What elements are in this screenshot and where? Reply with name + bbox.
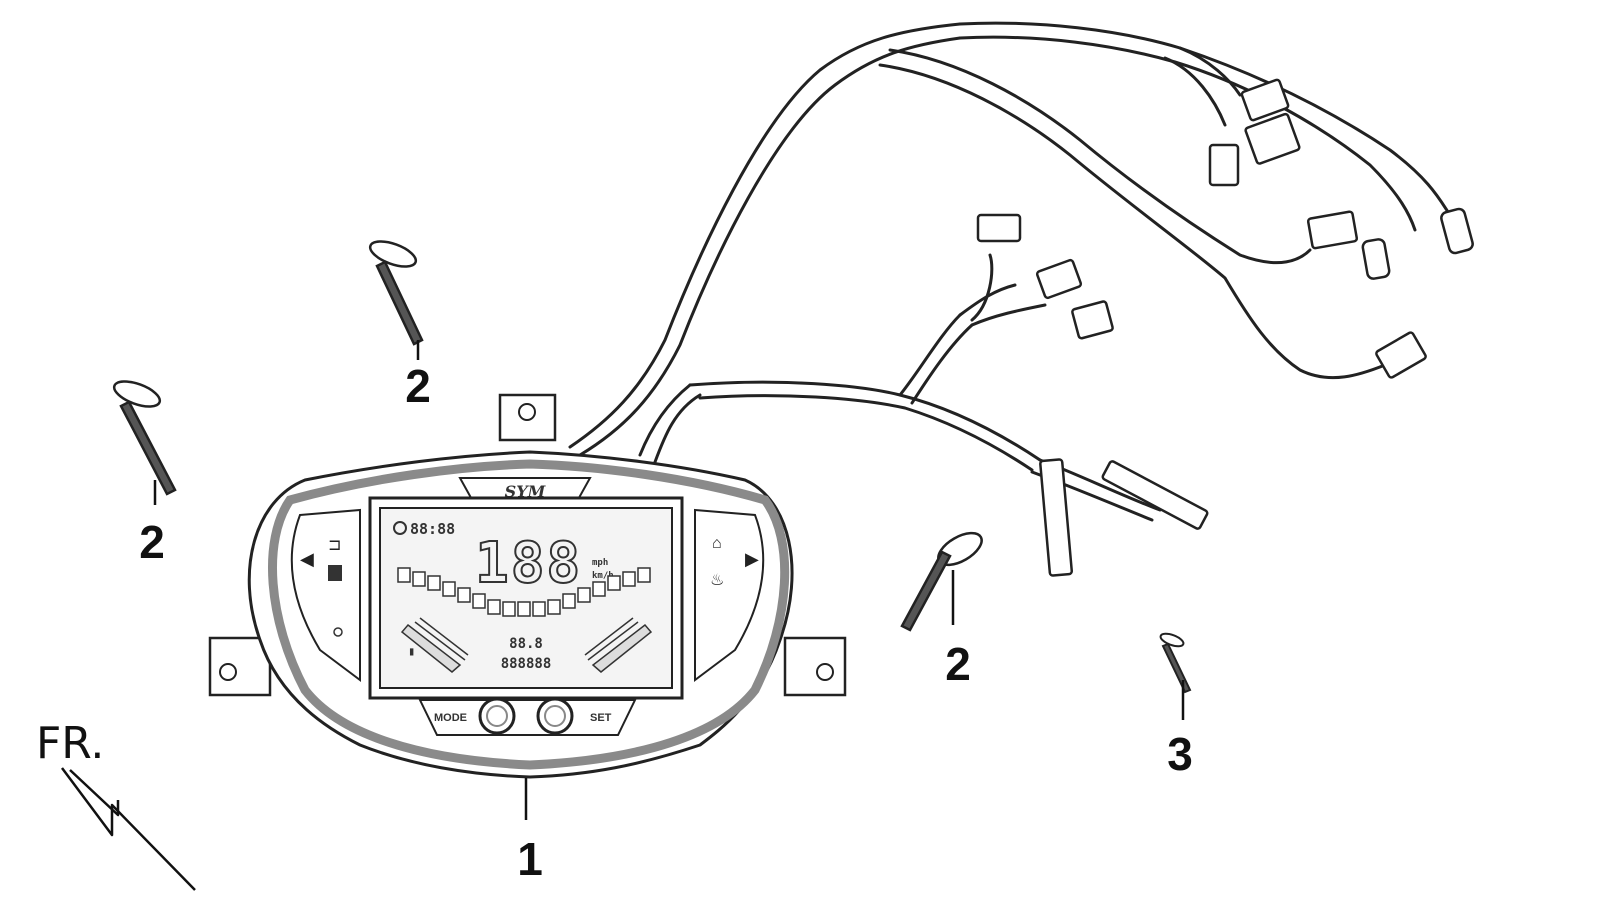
screw-upper-left — [368, 240, 424, 346]
speed-unit-kmh: km/h — [592, 571, 614, 581]
callout-1: 1 — [517, 833, 543, 885]
connector-3pin-a — [1035, 258, 1083, 300]
connector-2pin — [1306, 210, 1359, 250]
left-mount-hole — [219, 663, 237, 681]
right-turn-arrow-icon: ▶ — [745, 549, 759, 569]
clock-readout: 88:88 — [410, 520, 455, 538]
screw-left — [112, 380, 177, 496]
clock-icon — [393, 521, 407, 535]
left-turn-arrow-icon: ◀ — [300, 549, 314, 569]
connector-4pin — [976, 213, 1022, 243]
fuel-gauge — [400, 617, 469, 673]
speed-unit-mph: mph — [592, 558, 608, 568]
mode-label: MODE — [434, 712, 467, 724]
bulb-socket-b — [1440, 207, 1474, 255]
connector-plug-a — [1208, 143, 1240, 187]
right-mount-tab — [783, 636, 847, 697]
left-indicator-panel — [290, 508, 361, 682]
bulb-socket-a — [1361, 238, 1391, 280]
callout-2-center: 2 — [945, 638, 971, 690]
callout-2-upper: 2 — [405, 360, 431, 412]
right-mount-hole — [816, 663, 834, 681]
set-label: SET — [590, 712, 612, 724]
meter-bezel — [268, 459, 790, 770]
temp-gauge — [584, 617, 653, 673]
fuel-pump-icon: ▮ — [408, 644, 415, 658]
connector-main-b — [1244, 112, 1301, 165]
speed-digits: 188 — [475, 531, 582, 596]
spade-lead-b — [1101, 460, 1209, 530]
odo-bottom-readout: 888888 — [501, 656, 552, 672]
screw-small-right — [1159, 632, 1192, 694]
rpm-bar-graph — [397, 567, 651, 617]
brand-logo: SYM — [505, 482, 547, 501]
callout-3: 3 — [1167, 728, 1193, 780]
headlight-icon: ⊐ — [328, 537, 341, 554]
set-button[interactable] — [536, 697, 574, 735]
right-indicator-panel — [694, 508, 765, 682]
screw-center — [900, 531, 983, 632]
left-mount-tab — [208, 636, 272, 697]
callout-2-left: 2 — [139, 516, 165, 568]
engine-check-icon: ⌂ — [712, 535, 722, 552]
spade-lead-a — [1039, 458, 1074, 577]
lcd-screen — [379, 507, 673, 689]
leader-lines — [153, 340, 1185, 820]
harness-connectors — [976, 78, 1474, 577]
odo-top-readout: 88.8 — [509, 636, 543, 652]
connector-main-a — [1240, 78, 1290, 122]
high-beam-icon — [328, 565, 342, 581]
wiring-harness — [568, 21, 1452, 522]
front-direction-label: FR. — [36, 718, 104, 769]
front-direction-arrow-icon — [60, 767, 196, 891]
mode-button[interactable] — [478, 697, 516, 735]
connector-3pin-b — [1071, 300, 1114, 340]
indicator-dot — [333, 627, 343, 637]
oil-icon: ♨ — [710, 572, 724, 589]
connector-spade — [1375, 331, 1427, 379]
speedometer-assembly: SYM ◀ ⊐ ▶ ⌂ ♨ 88:88 188 mph km/h — [208, 393, 847, 779]
top-mount-hole — [518, 403, 536, 421]
